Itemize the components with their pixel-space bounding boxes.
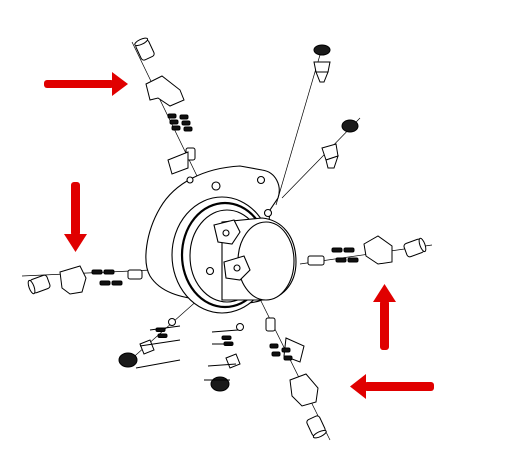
- ball-2: [236, 323, 244, 331]
- bottom-left-parts: [118, 318, 244, 392]
- left-clamp: [59, 265, 87, 295]
- right-spring: [331, 247, 359, 263]
- right-pin: [403, 237, 427, 258]
- leader-bracket-1: [135, 325, 181, 369]
- top-left-component-stack: [134, 37, 196, 175]
- mounting-hole-4: [186, 176, 194, 184]
- top-left-washer-tray: [167, 151, 189, 175]
- right-clamp: [363, 235, 393, 265]
- red-arrow-right: [44, 72, 128, 96]
- left-plunger: [127, 269, 143, 280]
- right-component-stack: [307, 235, 427, 266]
- top-right-cap: [321, 119, 359, 169]
- bottom-right-component-stack: [265, 317, 327, 439]
- annotation-arrows: [44, 72, 434, 399]
- top-left-spring: [167, 113, 193, 132]
- red-arrow-left: [350, 374, 434, 399]
- top-left-clamp: [145, 75, 185, 107]
- leader-bracket-2: [204, 329, 239, 381]
- main-housing: [145, 165, 297, 314]
- mounting-hole-3: [263, 208, 273, 218]
- mounting-hole-5: [205, 266, 215, 276]
- ball-1: [168, 318, 176, 326]
- mounting-hole-1: [211, 181, 221, 191]
- bottom-right-clamp: [289, 373, 319, 407]
- top-left-pin: [134, 37, 155, 61]
- left-spring: [91, 269, 123, 286]
- right-plunger: [307, 255, 325, 266]
- bottom-left-cap-1: [118, 352, 138, 368]
- left-component-stack: [27, 265, 143, 295]
- bottom-right-spring: [269, 343, 293, 361]
- valve-1: [139, 339, 155, 355]
- bottom-left-cap-2: [210, 376, 230, 392]
- red-arrow-up: [373, 284, 396, 350]
- bottom-right-pin: [306, 415, 327, 439]
- jaw-pin-lower: [233, 264, 241, 272]
- mounting-hole-2: [256, 175, 266, 185]
- top-cap: [313, 44, 331, 83]
- bottom-right-plunger: [265, 317, 276, 332]
- top-fastener-stack: [313, 44, 359, 169]
- jaw-pin-upper: [222, 229, 230, 237]
- red-arrow-down: [64, 182, 87, 252]
- left-pin: [27, 274, 51, 295]
- valve-2: [225, 353, 241, 369]
- axis-line-top: [275, 47, 323, 206]
